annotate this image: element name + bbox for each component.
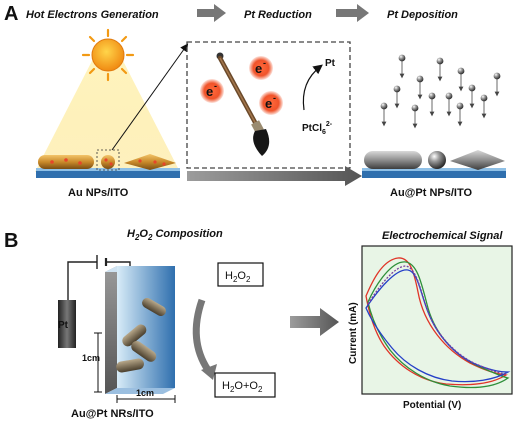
- au-nanorod: [38, 155, 94, 169]
- step-pt-deposition: Pt Deposition: [387, 9, 458, 21]
- h2o2-formula: H2O2: [225, 270, 251, 284]
- au-pt-nr-ito-electrode: [105, 266, 175, 394]
- au-pt-nanosphere: [428, 151, 446, 169]
- signal-arrow: [290, 308, 339, 336]
- au-nanosphere: [101, 155, 115, 169]
- zoom-arrow: [111, 43, 189, 151]
- cv-curves: [365, 257, 511, 389]
- h2o-o2-formula: H2O+O2: [222, 380, 263, 394]
- ito-substrate: [36, 170, 180, 178]
- ito-substrate-top: [36, 168, 180, 171]
- step-arrow: [336, 4, 369, 22]
- au-pt-bipyramid: [450, 150, 505, 170]
- step-hot-electrons: Hot Electrons Generation: [26, 9, 159, 21]
- paint-brush-icon: [216, 52, 270, 156]
- reduction-arrow: [302, 64, 323, 111]
- au-bipyramid: [124, 154, 176, 170]
- light-beam: [35, 55, 180, 172]
- pt-atom-shower: [380, 54, 501, 129]
- h2o-o2-box: [214, 372, 276, 398]
- pt-product-label: Pt: [325, 58, 336, 69]
- step-arrow: [197, 4, 226, 22]
- pt-counter-electrode: [58, 300, 76, 348]
- ptcl6-label: PtCl62-: [302, 121, 333, 136]
- panel-b-label: B: [4, 230, 18, 252]
- electron: e -: [200, 79, 224, 103]
- reaction-arrow-head: [201, 364, 217, 380]
- cv-curve-purple: [367, 265, 507, 375]
- electrochemical-signal-title: Electrochemical Signal: [382, 230, 503, 242]
- electron: e -: [249, 56, 273, 80]
- zoom-box: [96, 149, 120, 171]
- cv-curve-green: [367, 261, 510, 389]
- dimension-horizontal: [116, 395, 176, 403]
- au-pt-nrs-ito-label: Au@Pt NRs/ITO: [71, 408, 154, 420]
- sun-icon: [81, 28, 135, 82]
- au-nps-ito-label: Au NPs/ITO: [68, 187, 129, 199]
- dimension-vertical-label: 1cm: [82, 353, 100, 363]
- cv-y-axis-label: Current (mA): [348, 302, 359, 364]
- reaction-arrow: [192, 298, 211, 372]
- svg-text:e: e: [206, 84, 213, 99]
- svg-text:-: -: [263, 58, 266, 68]
- panel-a-label: A: [4, 3, 18, 25]
- pt-electrode-label: Pt: [58, 320, 69, 331]
- au-pt-nanorod: [364, 151, 422, 169]
- cv-curve-blue: [365, 269, 511, 383]
- svg-text:e: e: [255, 61, 262, 76]
- svg-text:e: e: [265, 96, 272, 111]
- ito-substrate-top: [362, 168, 506, 171]
- process-arrow: [187, 166, 362, 186]
- h2o2-composition-title: H2O2 Composition: [127, 228, 223, 242]
- ito-substrate: [362, 170, 506, 178]
- au-pt-nps-ito-label: Au@Pt NPs/ITO: [390, 187, 472, 199]
- h2o2-box: [217, 262, 264, 287]
- electron: e -: [259, 91, 283, 115]
- zoom-detail-box: [186, 41, 351, 169]
- cv-x-axis-label: Potential (V): [403, 400, 461, 411]
- dimension-vertical: [94, 332, 102, 393]
- step-pt-reduction: Pt Reduction: [244, 9, 312, 21]
- dimension-horizontal-label: 1cm: [136, 388, 154, 398]
- svg-text:-: -: [273, 93, 276, 103]
- svg-text:-: -: [214, 81, 217, 91]
